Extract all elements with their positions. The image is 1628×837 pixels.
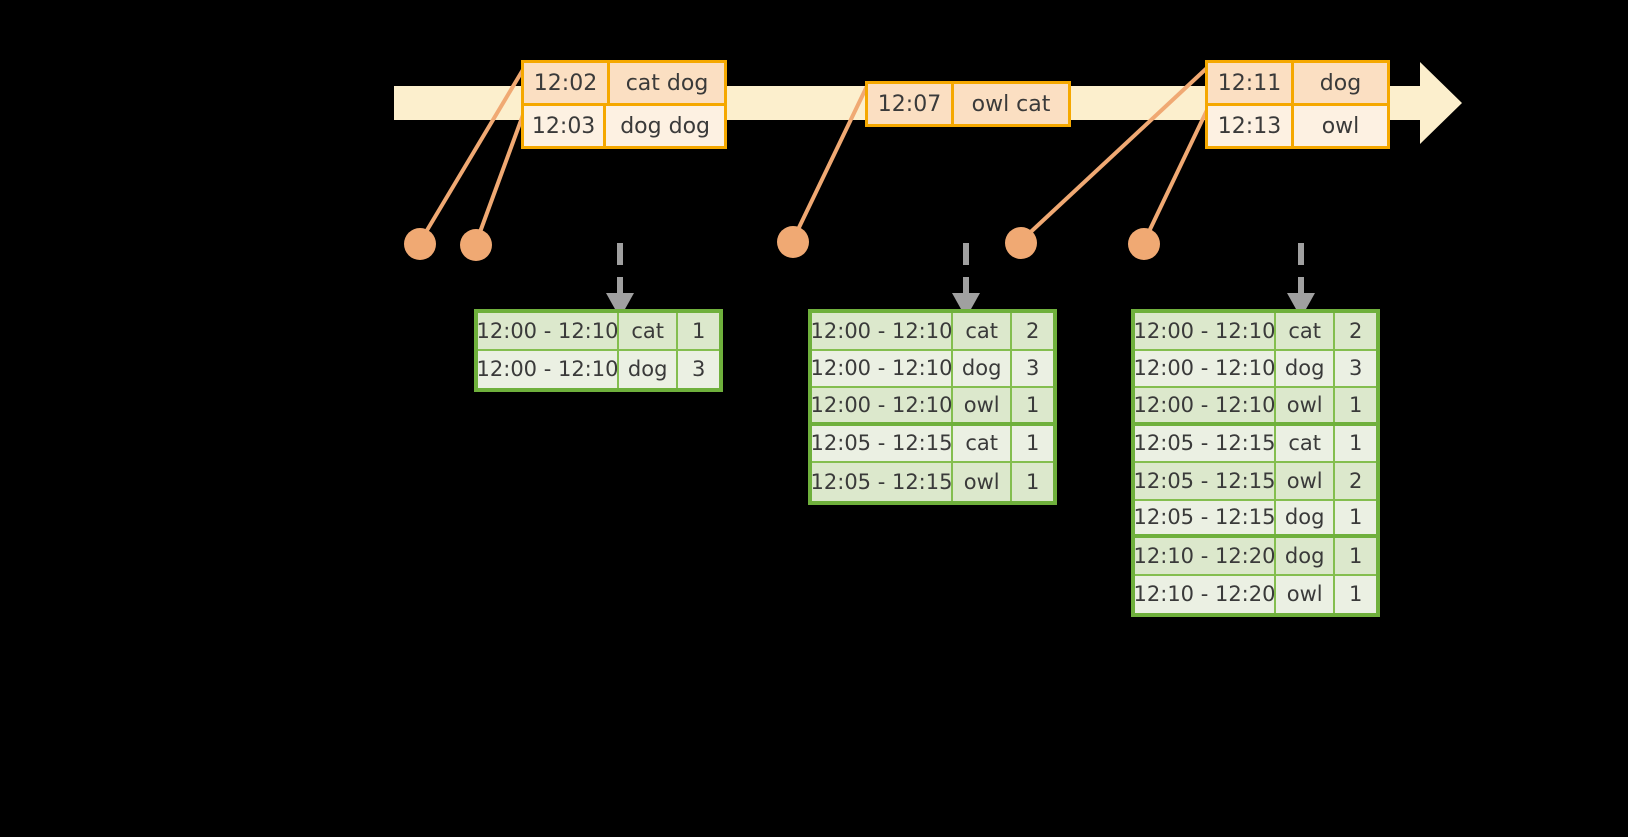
event-time: 12:03 xyxy=(524,106,607,146)
count-cell: 2 xyxy=(1025,318,1040,343)
event-words: owl cat xyxy=(971,91,1051,117)
word-cell: owl xyxy=(953,388,1013,422)
count-cell: 1 xyxy=(1348,431,1363,456)
window-cell: 12:05 - 12:15 xyxy=(811,463,953,501)
window-cell: 12:10 - 12:20 xyxy=(1134,538,1276,574)
table-row: 12:05 - 12:15 dog 1 xyxy=(1134,500,1376,538)
event-group-2[interactable]: 12:07 owl cat xyxy=(865,81,1071,127)
window-cell: 12:00 - 12:10 xyxy=(477,313,619,349)
result-table-2[interactable]: 12:00 - 12:10 cat 2 12:00 - 12:10 dog 3 … xyxy=(808,309,1057,505)
table-row: 12:05 - 12:15 cat 1 xyxy=(811,425,1053,463)
event-words: owl xyxy=(1321,113,1360,139)
emit-arrow-2 xyxy=(952,243,980,318)
table-row: 12:00 - 12:10 dog 3 xyxy=(1134,350,1376,388)
window-cell: 12:10 - 12:20 xyxy=(1134,575,1276,613)
event-dot-5 xyxy=(1128,228,1160,260)
emit-arrow-3 xyxy=(1287,243,1315,318)
connector-line-5 xyxy=(1142,107,1210,243)
event-group-3[interactable]: 12:11 dog 12:13 owl xyxy=(1205,60,1390,149)
count-cell: 1 xyxy=(691,318,706,343)
window-cell: 12:05 - 12:15 xyxy=(811,425,953,461)
window-cell: 12:00 - 12:10 xyxy=(1134,388,1276,422)
event-row: 12:11 dog xyxy=(1208,63,1387,103)
word-cell: owl xyxy=(1276,575,1336,613)
table-row: 12:00 - 12:10 owl 1 xyxy=(1134,388,1376,426)
window-cell: 12:00 - 12:10 xyxy=(811,313,953,349)
result-table-1[interactable]: 12:00 - 12:10 cat 1 12:00 - 12:10 dog 3 xyxy=(474,309,723,392)
word-cell: dog xyxy=(1276,538,1336,574)
window-cell: 12:00 - 12:10 xyxy=(811,388,953,422)
count-cell: 3 xyxy=(1348,356,1363,381)
event-dot-1 xyxy=(404,228,436,260)
count-cell: 2 xyxy=(1348,468,1363,493)
event-row: 12:07 owl cat xyxy=(868,84,1068,124)
event-words: dog dog xyxy=(620,113,710,139)
word-cell: dog xyxy=(1276,350,1336,386)
connector-line-1 xyxy=(418,61,529,244)
count-cell: 1 xyxy=(1025,392,1040,417)
event-group-1[interactable]: 12:02 cat dog 12:03 dog dog xyxy=(521,60,727,149)
table-row: 12:00 - 12:10 cat 1 xyxy=(477,313,719,351)
window-cell: 12:05 - 12:15 xyxy=(1134,463,1276,499)
table-row: 12:00 - 12:10 dog 3 xyxy=(811,350,1053,388)
event-words: cat dog xyxy=(625,70,709,96)
word-cell: dog xyxy=(953,350,1013,386)
table-row: 12:00 - 12:10 cat 2 xyxy=(1134,313,1376,351)
event-row: 12:02 cat dog xyxy=(524,63,724,103)
table-row: 12:10 - 12:20 owl 1 xyxy=(1134,575,1376,613)
table-row: 12:00 - 12:10 cat 2 xyxy=(811,313,1053,351)
connector-line-2 xyxy=(474,103,529,244)
table-row: 12:05 - 12:15 cat 1 xyxy=(1134,425,1376,463)
event-row: 12:13 owl xyxy=(1208,103,1387,146)
event-dot-2 xyxy=(460,229,492,261)
event-time: 12:02 xyxy=(524,63,610,103)
count-cell: 1 xyxy=(1025,431,1040,456)
event-time: 12:11 xyxy=(1208,63,1294,103)
word-cell: cat xyxy=(953,313,1013,349)
event-words: dog xyxy=(1319,70,1362,96)
count-cell: 1 xyxy=(1025,469,1040,494)
event-dot-4 xyxy=(1005,227,1037,259)
result-table-3[interactable]: 12:00 - 12:10 cat 2 12:00 - 12:10 dog 3 … xyxy=(1131,309,1380,617)
table-row: 12:05 - 12:15 owl 1 xyxy=(811,463,1053,501)
word-cell: owl xyxy=(953,463,1013,501)
table-row: 12:10 - 12:20 dog 1 xyxy=(1134,538,1376,576)
word-cell: owl xyxy=(1276,463,1336,499)
table-row: 12:00 - 12:10 dog 3 xyxy=(477,350,719,388)
word-cell: dog xyxy=(619,350,679,388)
table-row: 12:00 - 12:10 owl 1 xyxy=(811,388,1053,426)
event-time: 12:13 xyxy=(1208,106,1294,146)
word-cell: dog xyxy=(1276,500,1336,534)
window-cell: 12:05 - 12:15 xyxy=(1134,425,1276,461)
word-cell: owl xyxy=(1276,388,1336,422)
event-row: 12:03 dog dog xyxy=(524,103,724,146)
word-cell: cat xyxy=(953,425,1013,461)
connector-line-3 xyxy=(791,83,870,241)
window-cell: 12:00 - 12:10 xyxy=(811,350,953,386)
word-cell: cat xyxy=(619,313,679,349)
count-cell: 3 xyxy=(1025,356,1040,381)
count-cell: 1 xyxy=(1348,505,1363,530)
event-dot-3 xyxy=(777,226,809,258)
count-cell: 3 xyxy=(691,357,706,382)
window-cell: 12:00 - 12:10 xyxy=(1134,350,1276,386)
word-cell: cat xyxy=(1276,313,1336,349)
count-cell: 2 xyxy=(1348,318,1363,343)
event-time: 12:07 xyxy=(868,84,954,124)
window-cell: 12:00 - 12:10 xyxy=(1134,313,1276,349)
window-cell: 12:00 - 12:10 xyxy=(477,350,619,388)
table-row: 12:05 - 12:15 owl 2 xyxy=(1134,463,1376,501)
window-cell: 12:05 - 12:15 xyxy=(1134,500,1276,534)
emit-arrow-1 xyxy=(606,243,634,318)
count-cell: 1 xyxy=(1348,392,1363,417)
count-cell: 1 xyxy=(1348,582,1363,607)
word-cell: cat xyxy=(1276,425,1336,461)
count-cell: 1 xyxy=(1348,543,1363,568)
